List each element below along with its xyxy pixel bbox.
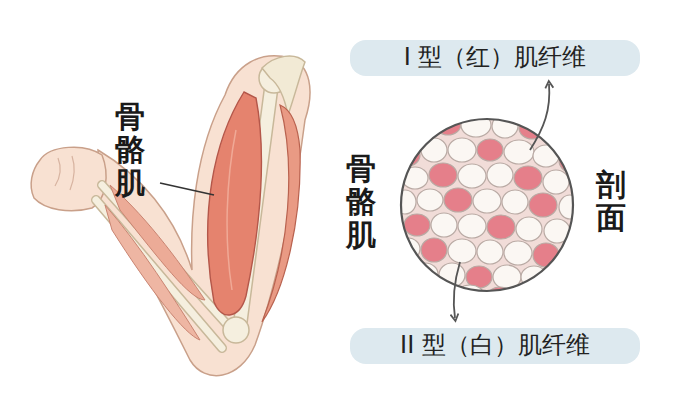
leader-arrow <box>454 262 460 318</box>
fiber-type-label: II 型（白）肌纤维 <box>400 330 590 361</box>
vertical-label: 剖面 <box>596 168 626 234</box>
cross-section <box>394 113 581 307</box>
fiber-type-label: I 型（红）肌纤维 <box>404 42 587 73</box>
label-band: II 型（白）肌纤维 <box>350 328 640 363</box>
vertical-label: 骨骼肌 <box>115 100 145 199</box>
vertical-label: 骨骼肌 <box>346 152 376 251</box>
arm-illustration <box>31 56 310 376</box>
leader-arrow <box>530 84 549 150</box>
leader-line <box>160 183 214 195</box>
label-band: I 型（红）肌纤维 <box>350 40 640 75</box>
